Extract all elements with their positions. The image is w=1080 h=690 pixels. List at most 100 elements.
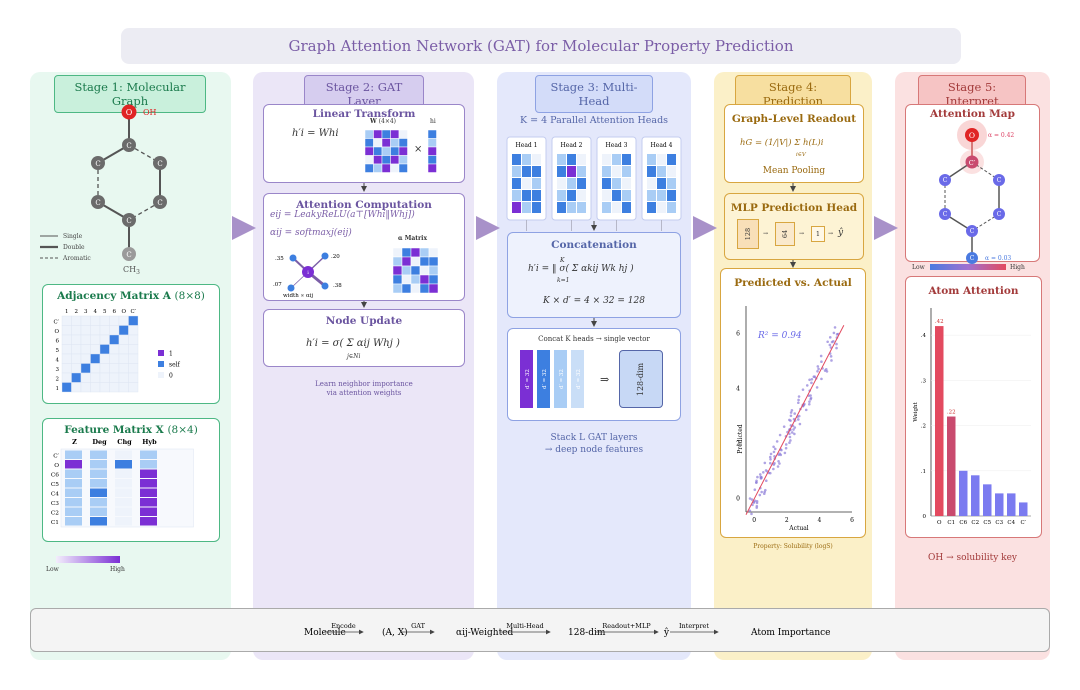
scatter-point bbox=[777, 459, 780, 463]
stage2-caption-1: Learn neighbor importance bbox=[315, 380, 413, 388]
head-cell bbox=[647, 190, 656, 201]
scatter-point bbox=[820, 377, 823, 381]
concat-bar-label: d′ = 32 bbox=[576, 369, 582, 389]
mlp-title: MLP Prediction Head bbox=[730, 202, 858, 214]
head-cell bbox=[667, 178, 676, 189]
head-cell bbox=[647, 178, 656, 189]
pva-title: Predicted vs. Actual bbox=[734, 277, 852, 289]
head-cell bbox=[512, 190, 521, 201]
pipeline-arrow-label: Readout+MLP bbox=[602, 622, 651, 630]
feat-row-label: C3 bbox=[51, 501, 59, 507]
attn-weight-label: .35 bbox=[275, 256, 284, 262]
adj-row-label: 1 bbox=[56, 386, 60, 392]
concat-arrow: ⇒ bbox=[600, 373, 610, 386]
head-cell bbox=[622, 202, 631, 213]
scatter-point bbox=[753, 488, 757, 492]
feat-cell bbox=[65, 507, 82, 516]
bar-category-label: O bbox=[937, 520, 942, 526]
attn-neighbor bbox=[321, 252, 329, 260]
feat-cell bbox=[115, 498, 132, 507]
svg-text:C: C bbox=[997, 211, 1002, 218]
legend-single: Single bbox=[63, 233, 83, 240]
bar-category-label: C1 bbox=[947, 520, 955, 526]
feat-cell bbox=[90, 498, 107, 507]
scatter-point bbox=[810, 381, 813, 385]
feat-cell bbox=[115, 479, 132, 488]
svg-text:C: C bbox=[95, 160, 100, 168]
lt-w-label: W (4×4) bbox=[370, 118, 397, 125]
head-cell bbox=[667, 190, 676, 201]
scatter-ytick: 0 bbox=[736, 495, 740, 502]
scatter-point bbox=[764, 479, 768, 483]
bar bbox=[959, 470, 968, 516]
alpha-o: α = 0.42 bbox=[988, 132, 1014, 139]
node-update-card: Node Update bbox=[263, 309, 465, 367]
head-cell bbox=[647, 154, 656, 165]
scatter-point bbox=[776, 465, 780, 468]
bar-ytick: .2 bbox=[921, 424, 926, 430]
head-cell bbox=[512, 166, 521, 177]
map-high: High bbox=[1010, 264, 1025, 271]
head-cell bbox=[532, 202, 541, 213]
head-cell bbox=[602, 202, 611, 213]
concat-bar-label: d′ = 32 bbox=[559, 369, 565, 389]
bar bbox=[1007, 493, 1016, 516]
scatter-point bbox=[793, 426, 797, 429]
adj-col-label: C′ bbox=[131, 309, 137, 315]
multihead-subtitle: K = 4 Parallel Attention Heads bbox=[519, 115, 669, 126]
atom-attention-title: Atom Attention bbox=[928, 285, 1019, 297]
scatter-point bbox=[752, 501, 756, 504]
scatter-point bbox=[789, 419, 792, 422]
scatter-ylabel: Predicted bbox=[737, 424, 744, 454]
feat-col-label: Chg bbox=[117, 438, 132, 446]
head-cell bbox=[522, 190, 531, 201]
colorbar-low: Low bbox=[46, 566, 59, 573]
property-label: Property: Solubility (logS) bbox=[753, 543, 833, 550]
bar-ytick: 0 bbox=[923, 514, 927, 520]
feat-cell bbox=[65, 517, 82, 526]
feat-col-label: Z bbox=[72, 438, 77, 446]
adj-row-label: 2 bbox=[56, 377, 60, 383]
map-atom-c2 bbox=[939, 174, 951, 186]
scatter-point bbox=[775, 440, 779, 443]
head-label: Head 2 bbox=[561, 142, 583, 149]
svg-text:C: C bbox=[943, 177, 948, 184]
colorbar-high: High bbox=[110, 566, 125, 573]
concat-sup: K bbox=[560, 257, 565, 264]
scatter-xtick: 2 bbox=[785, 517, 789, 524]
head-cell bbox=[577, 166, 586, 177]
scatter-point bbox=[773, 447, 777, 451]
lt-times: × bbox=[414, 144, 423, 155]
head-cell bbox=[647, 202, 656, 213]
head-cell bbox=[647, 166, 656, 177]
weight-matrix-visual bbox=[364, 129, 437, 173]
feat-row-label: C2 bbox=[51, 511, 59, 517]
scatter-point bbox=[755, 504, 759, 508]
head-cell bbox=[612, 202, 621, 213]
attn-neighbor bbox=[289, 254, 297, 262]
feat-cell bbox=[90, 450, 107, 459]
map-atom-c6 bbox=[993, 174, 1005, 186]
scatter-point bbox=[793, 412, 797, 415]
scatter-point bbox=[792, 428, 795, 431]
scatter-point bbox=[790, 409, 794, 412]
pipeline-arrow-label: Interpret bbox=[679, 622, 709, 630]
feat-cell bbox=[115, 517, 132, 526]
atom-c3 bbox=[91, 195, 105, 209]
scatter-point bbox=[825, 370, 829, 373]
head-cell bbox=[657, 166, 666, 177]
scatter-point bbox=[820, 360, 823, 363]
adj-legend-swatch bbox=[158, 350, 164, 356]
readout-title: Graph-Level Readout bbox=[731, 113, 857, 125]
bar-category-label: C5 bbox=[983, 520, 991, 526]
atom-o bbox=[121, 104, 137, 120]
adj-cell bbox=[128, 382, 139, 393]
stage3-caption-2: → deep node features bbox=[544, 445, 644, 455]
atom-c5 bbox=[153, 195, 167, 209]
bar-category-label: C6 bbox=[959, 520, 967, 526]
node-update-title: Node Update bbox=[325, 315, 403, 327]
scatter-point bbox=[750, 512, 753, 516]
stage3-caption-1: Stack L GAT layers bbox=[550, 433, 638, 443]
